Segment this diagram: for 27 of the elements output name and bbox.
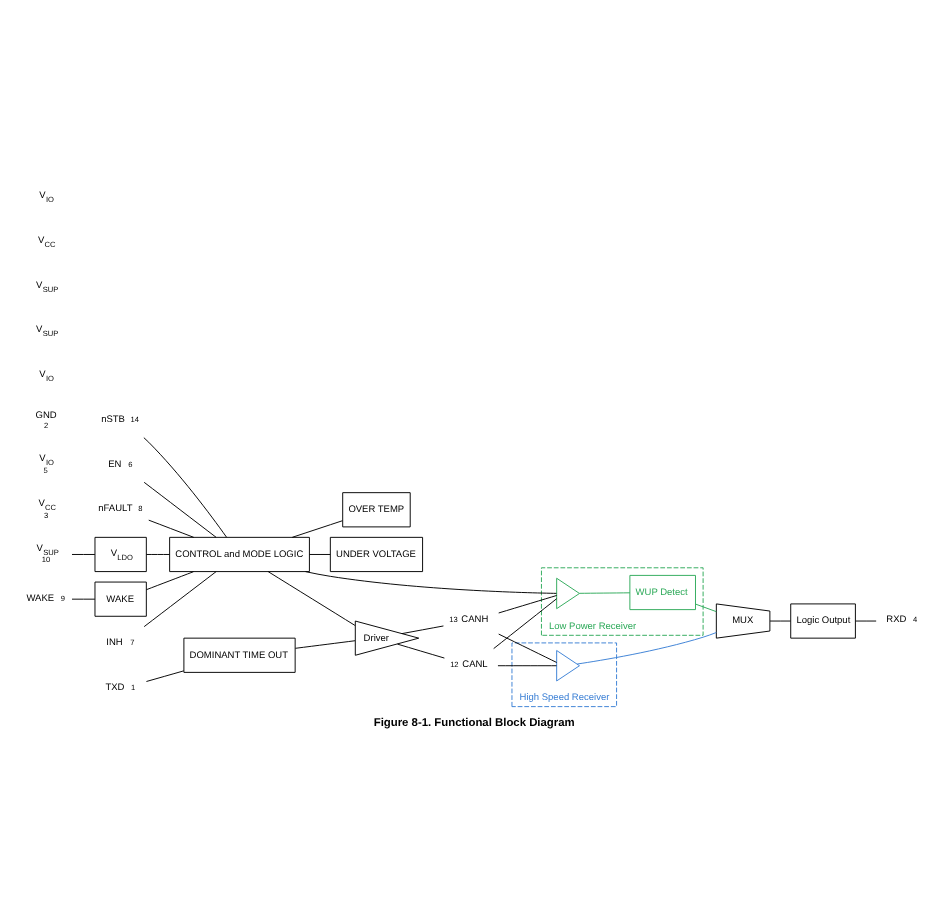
connector — [855, 620, 877, 622]
node-triangle — [556, 577, 580, 610]
connector — [498, 595, 558, 614]
connector — [498, 633, 558, 663]
connector — [576, 632, 717, 665]
connector — [309, 554, 331, 555]
connector — [148, 519, 195, 538]
connector — [695, 603, 717, 613]
connector — [71, 554, 96, 555]
connector — [145, 670, 185, 682]
connector — [143, 571, 217, 628]
connector — [71, 598, 96, 600]
connector — [401, 625, 444, 635]
connector — [493, 598, 558, 650]
connector — [397, 643, 445, 659]
connector — [143, 481, 217, 538]
node-triangle — [556, 650, 580, 682]
connector — [145, 554, 171, 555]
connector — [305, 571, 557, 594]
connector — [143, 437, 227, 538]
connector — [267, 571, 356, 626]
connector — [291, 520, 343, 538]
connector — [579, 592, 631, 594]
connector — [294, 640, 356, 649]
connector — [769, 620, 791, 622]
connector — [145, 571, 194, 591]
connector — [497, 665, 557, 667]
